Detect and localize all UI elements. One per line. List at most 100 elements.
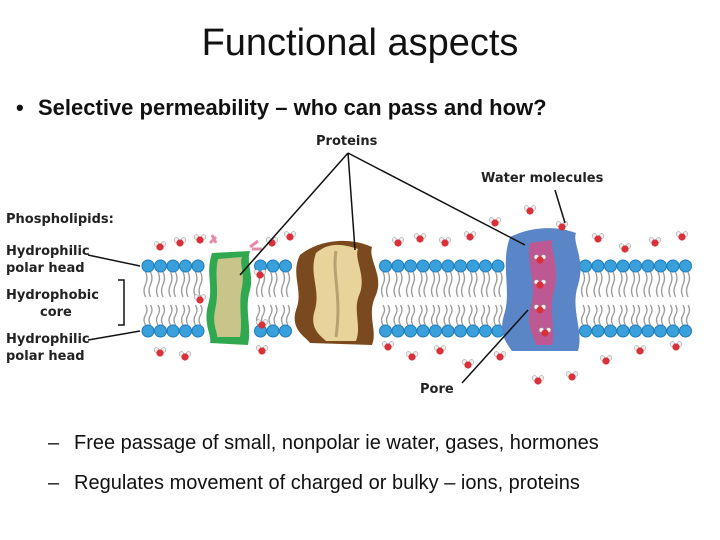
water-molecule [675, 231, 689, 241]
lipid-tail [610, 304, 616, 326]
water-molecule [153, 347, 167, 357]
lipid-tail [148, 271, 153, 298]
lipid-tail [460, 304, 466, 326]
lipid-tail [393, 271, 398, 298]
lipid-tail [685, 271, 691, 298]
lipid-head [454, 324, 467, 338]
water-molecule [173, 237, 187, 247]
lipid-head [654, 324, 667, 338]
label-hydrophobic-2: core [40, 305, 72, 320]
lipid-tail [435, 271, 441, 298]
lipid-head [616, 324, 630, 338]
lipid-tail [623, 304, 628, 326]
sub-bullet-2-text: Regulates movement of charged or bulky –… [74, 472, 580, 494]
lipid-tail [605, 304, 611, 326]
sub-bullet-1: –Free passage of small, nonpolar ie wate… [48, 432, 599, 455]
lipid-head [441, 259, 455, 273]
dash-2: – [48, 472, 60, 494]
water-molecule [405, 351, 419, 361]
lipid-tail [610, 271, 616, 298]
water-molecule [391, 237, 405, 247]
lipid-tail [660, 304, 666, 326]
lipid-head [191, 324, 205, 338]
lipid-head [429, 324, 442, 338]
lipid-tail [630, 304, 636, 326]
bullet-dot: • [16, 95, 24, 120]
lipid-head [591, 324, 605, 338]
label-hydrophilic-top-1: Hydrophilic [6, 244, 90, 259]
lipid-tail [435, 304, 441, 326]
lipid-head [379, 259, 392, 273]
label-hydrophobic-1: Hydrophobic [6, 288, 99, 303]
water-molecule [533, 254, 547, 264]
lipid-tail [280, 304, 286, 326]
lipid-head [154, 324, 167, 338]
lipid-tail [410, 271, 416, 298]
label-proteins: Proteins [316, 134, 378, 149]
lipid-head [466, 324, 480, 338]
water-molecule [381, 341, 395, 351]
lipid-tail [673, 271, 678, 298]
water-molecule [669, 341, 683, 351]
lipid-head [591, 259, 605, 273]
water-molecule [253, 269, 267, 279]
lipid-head [654, 259, 667, 273]
lipid-tail [598, 304, 603, 326]
water-molecule [533, 304, 547, 314]
lipid-tail [648, 304, 653, 326]
lipid-head [266, 324, 280, 338]
lipid-tail [480, 271, 486, 298]
lipid-tail [430, 304, 436, 326]
lipid-tail [498, 304, 503, 326]
lipid-heads [141, 259, 692, 338]
label-phospholipids: Phospholipids: [6, 212, 114, 227]
water-molecule [531, 375, 545, 385]
lipid-tail [380, 271, 386, 298]
water-molecule [493, 351, 507, 361]
lipid-tail [668, 304, 673, 326]
lipid-tail [180, 271, 186, 298]
lipid-tail [143, 304, 148, 326]
water-molecule [523, 205, 537, 215]
lipid-tail [385, 271, 391, 298]
lipid-tail [193, 271, 198, 298]
lipid-head [416, 259, 430, 273]
lipid-tail [643, 304, 648, 326]
lipid-tail [405, 271, 411, 298]
lipid-head [579, 324, 592, 338]
lipid-tail [168, 271, 173, 298]
lipid-tail [160, 271, 166, 298]
lipid-head [391, 324, 405, 338]
lipid-tail [485, 304, 491, 326]
lipid-head [604, 324, 617, 338]
lipid-tail [468, 271, 473, 298]
lipid-tail [605, 271, 611, 298]
lipid-tail [160, 304, 166, 326]
lipid-tail [148, 304, 153, 326]
label-hydrophilic-bottom-1: Hydrophilic [6, 332, 90, 347]
sub-bullet-2: –Regulates movement of charged or bulky … [48, 472, 580, 495]
lipid-head [479, 324, 492, 338]
lipid-tail [280, 271, 286, 298]
lipid-tail [398, 271, 403, 298]
lipid-tail [198, 304, 203, 326]
lipid-tail [405, 304, 411, 326]
lipid-tail [398, 304, 403, 326]
sub-bullet-1-text: Free passage of small, nonpolar ie water… [74, 432, 599, 454]
lipid-head [279, 259, 292, 273]
lipid-tail [143, 271, 148, 298]
lipid-tail [623, 271, 628, 298]
lipid-head [154, 259, 167, 273]
lipid-tail [423, 304, 428, 326]
lipid-tail [580, 271, 586, 298]
lipid-head [616, 259, 630, 273]
lipid-tail [185, 271, 191, 298]
lipid-head [404, 259, 417, 273]
lipid-head [416, 324, 430, 338]
main-bullet: •Selective permeability – who can pass a… [16, 95, 547, 121]
water-molecule [565, 371, 579, 381]
lipid-head [679, 259, 692, 273]
lipid-tail [430, 271, 436, 298]
water-molecule [193, 234, 207, 244]
lipid-head [629, 324, 642, 338]
